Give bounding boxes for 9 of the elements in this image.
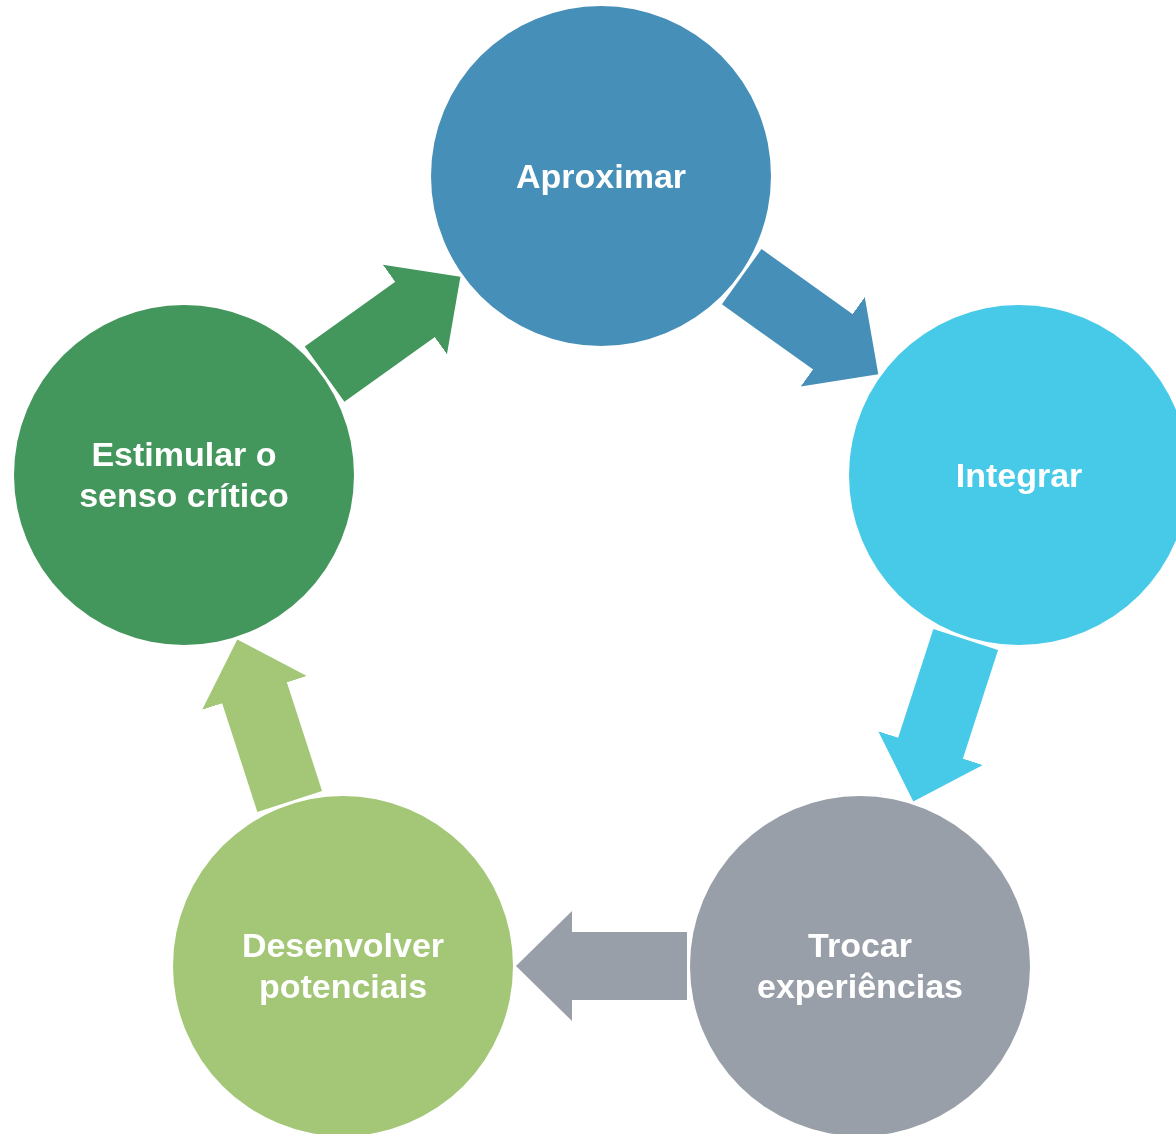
block-arrow [202,639,323,812]
step-label: Desenvolver potenciais [240,925,446,1007]
step-label: Trocar experiências [756,925,964,1007]
block-arrow [516,911,687,1021]
block-arrow [878,629,999,802]
step-label: Integrar [954,454,1084,496]
block-arrow [721,248,879,387]
step-label: Estimular o senso crítico [78,434,290,516]
step-label: Aproximar [514,155,688,197]
